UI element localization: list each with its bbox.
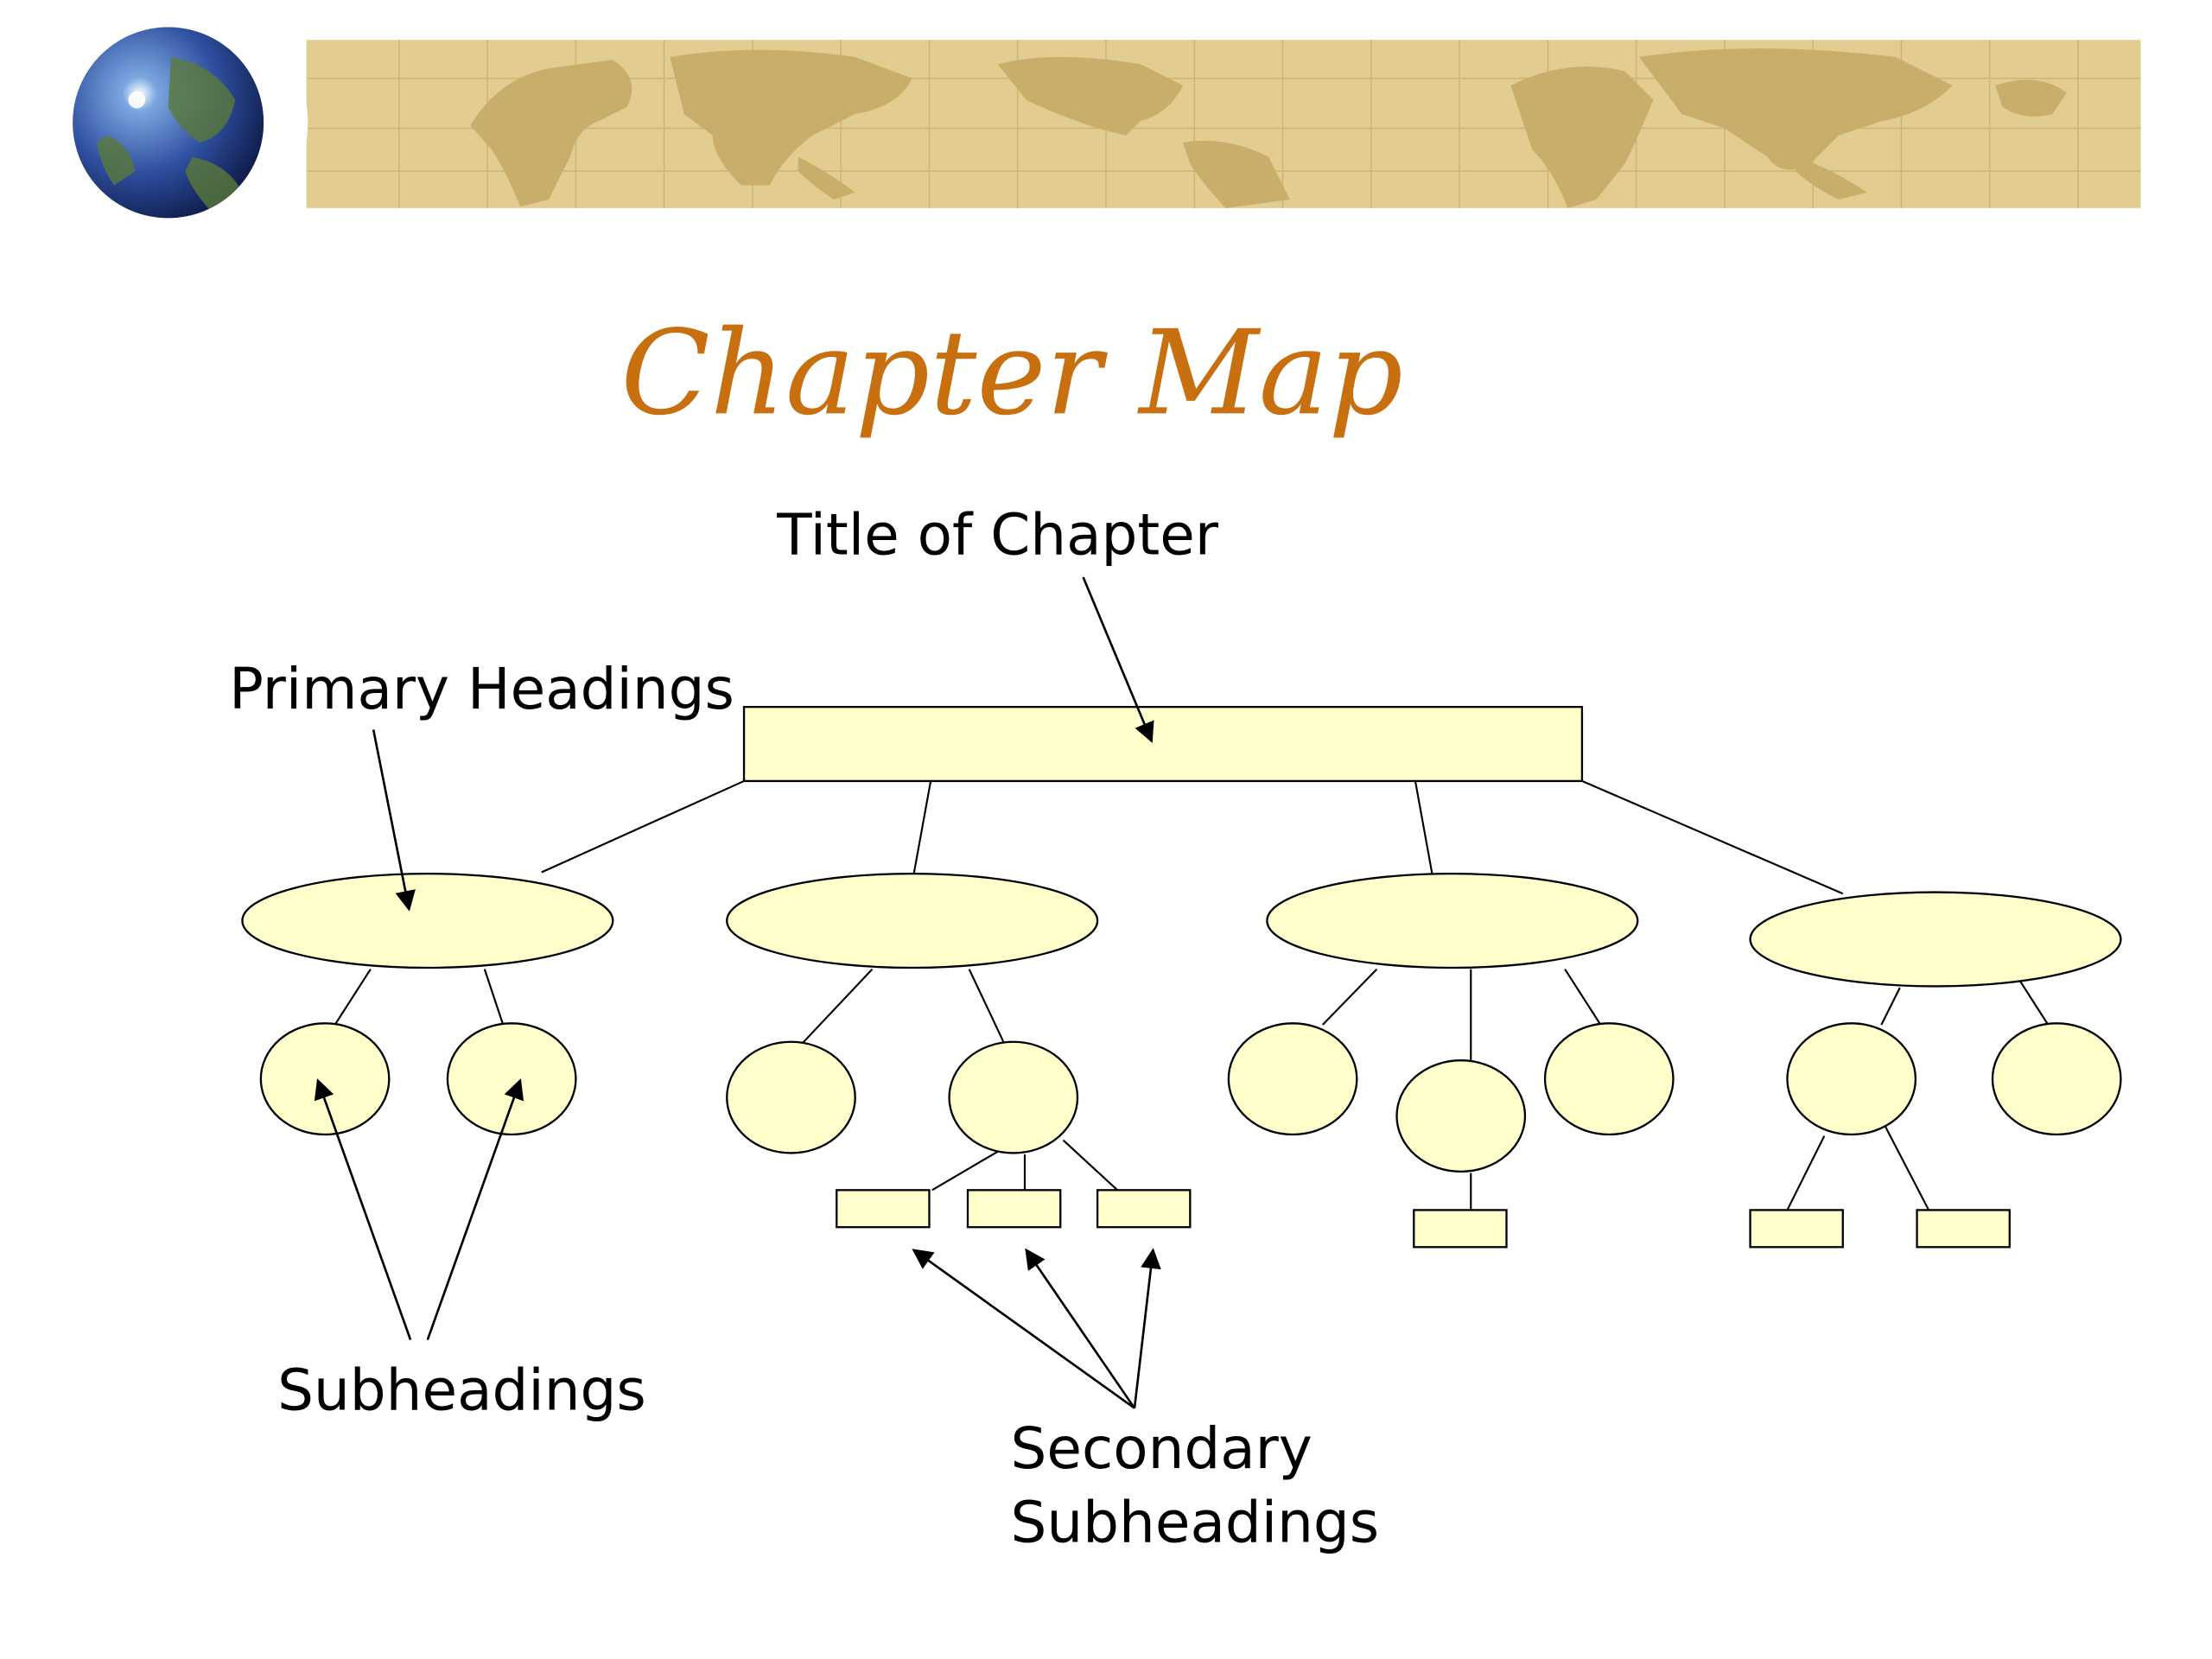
secondary-subheading-box xyxy=(1916,1209,2011,1249)
label-secondary-line-2: Subheadings xyxy=(1010,1490,1379,1556)
label-primary-headings: Primary Headings xyxy=(229,656,734,722)
label-title-of-chapter: Title of Chapter xyxy=(776,502,1219,569)
label-secondary-line-1: Secondary xyxy=(1010,1415,1312,1482)
subheading-circle xyxy=(948,1040,1079,1154)
subheading-circle xyxy=(1991,1022,2122,1136)
slide-title: Chapter Map xyxy=(620,304,1403,441)
secondary-subheading-box xyxy=(966,1189,1062,1229)
arrow-primary-headings xyxy=(372,729,416,912)
globe-icon xyxy=(73,27,264,219)
arrow-secondary-3 xyxy=(1133,1248,1161,1408)
arrow-secondary-1 xyxy=(912,1249,1135,1409)
primary-heading-4 xyxy=(1749,891,2122,988)
secondary-subheading-box xyxy=(1749,1209,1844,1249)
connector-lines xyxy=(334,779,2050,1230)
subheading-circle xyxy=(1395,1059,1527,1173)
secondary-subheading-box xyxy=(1096,1189,1192,1229)
subheading-circle xyxy=(1227,1022,1358,1136)
primary-heading-1 xyxy=(241,872,614,969)
label-subheadings: Subheadings xyxy=(277,1357,646,1423)
secondary-subheadings-shapes xyxy=(836,1189,2011,1249)
secondary-subheading-box xyxy=(836,1189,931,1229)
arrow-subheading-left xyxy=(314,1078,412,1340)
secondary-subheading-box xyxy=(1413,1209,1508,1249)
annotation-arrows xyxy=(314,576,1161,1409)
chapter-title-box xyxy=(742,705,1584,783)
primary-heading-2 xyxy=(726,872,1099,969)
subheading-circle xyxy=(1543,1022,1675,1136)
arrow-title-of-chapter xyxy=(1082,576,1154,743)
subheading-circle xyxy=(1786,1022,1917,1136)
subheadings-shapes xyxy=(259,1022,2122,1173)
arrow-secondary-2 xyxy=(1025,1248,1136,1409)
primary-headings xyxy=(241,872,2122,988)
world-map-banner xyxy=(62,0,2141,245)
arrow-subheading-right xyxy=(426,1078,524,1340)
subheading-circle xyxy=(259,1022,391,1136)
subheading-circle xyxy=(726,1040,856,1154)
primary-heading-3 xyxy=(1266,872,1639,969)
subheading-circle xyxy=(446,1022,577,1136)
